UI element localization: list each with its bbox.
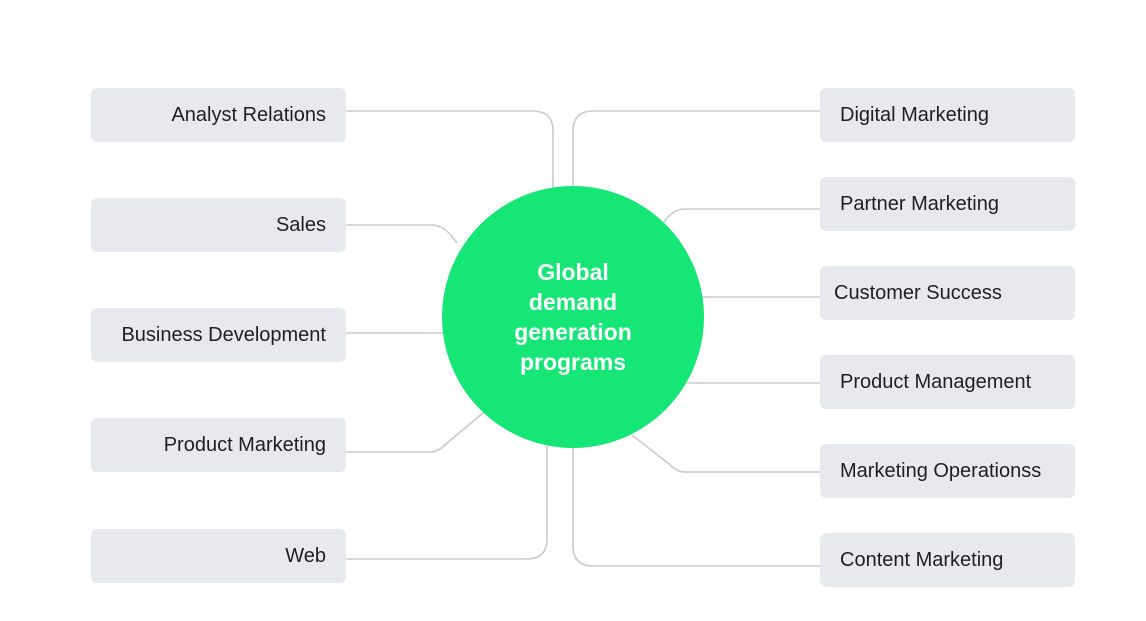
node-label: Web [285, 544, 326, 567]
connector-digital-marketing [572, 110, 820, 187]
connector-marketing-operations [631, 434, 820, 473]
connector-web [346, 446, 548, 560]
node-product-marketing: Product Marketing [91, 418, 346, 472]
node-label: Marketing Operationss [840, 459, 1042, 482]
connector-analyst-relations [346, 110, 554, 190]
node-label: Sales [275, 213, 326, 236]
connector-partner-marketing [663, 208, 820, 223]
node-business-development: Business Development [91, 308, 346, 362]
node-customer-success: Customer Success [820, 266, 1075, 320]
node-label: Business Development [121, 323, 326, 346]
center-hub: Global demand generation programs [442, 186, 704, 448]
connector-product-marketing [346, 411, 485, 453]
node-label: Product Marketing [163, 433, 326, 456]
connector-content-marketing [572, 447, 820, 567]
node-analyst-relations: Analyst Relations [91, 88, 346, 142]
node-label: Product Management [840, 370, 1032, 393]
node-content-marketing: Content Marketing [820, 533, 1075, 587]
node-web: Web [91, 529, 346, 583]
node-marketing-operations: Marketing Operationss [820, 444, 1075, 498]
center-label: Global demand generation programs [514, 259, 632, 375]
node-sales: Sales [91, 198, 346, 252]
node-product-management: Product Management [820, 355, 1075, 409]
node-digital-marketing: Digital Marketing [820, 88, 1075, 142]
node-label: Customer Success [834, 281, 1002, 304]
node-label: Digital Marketing [840, 103, 989, 126]
node-label: Content Marketing [840, 548, 1004, 571]
node-partner-marketing: Partner Marketing [820, 177, 1075, 231]
connector-sales [346, 224, 458, 244]
node-label: Analyst Relations [171, 103, 326, 126]
node-label: Partner Marketing [840, 192, 999, 215]
